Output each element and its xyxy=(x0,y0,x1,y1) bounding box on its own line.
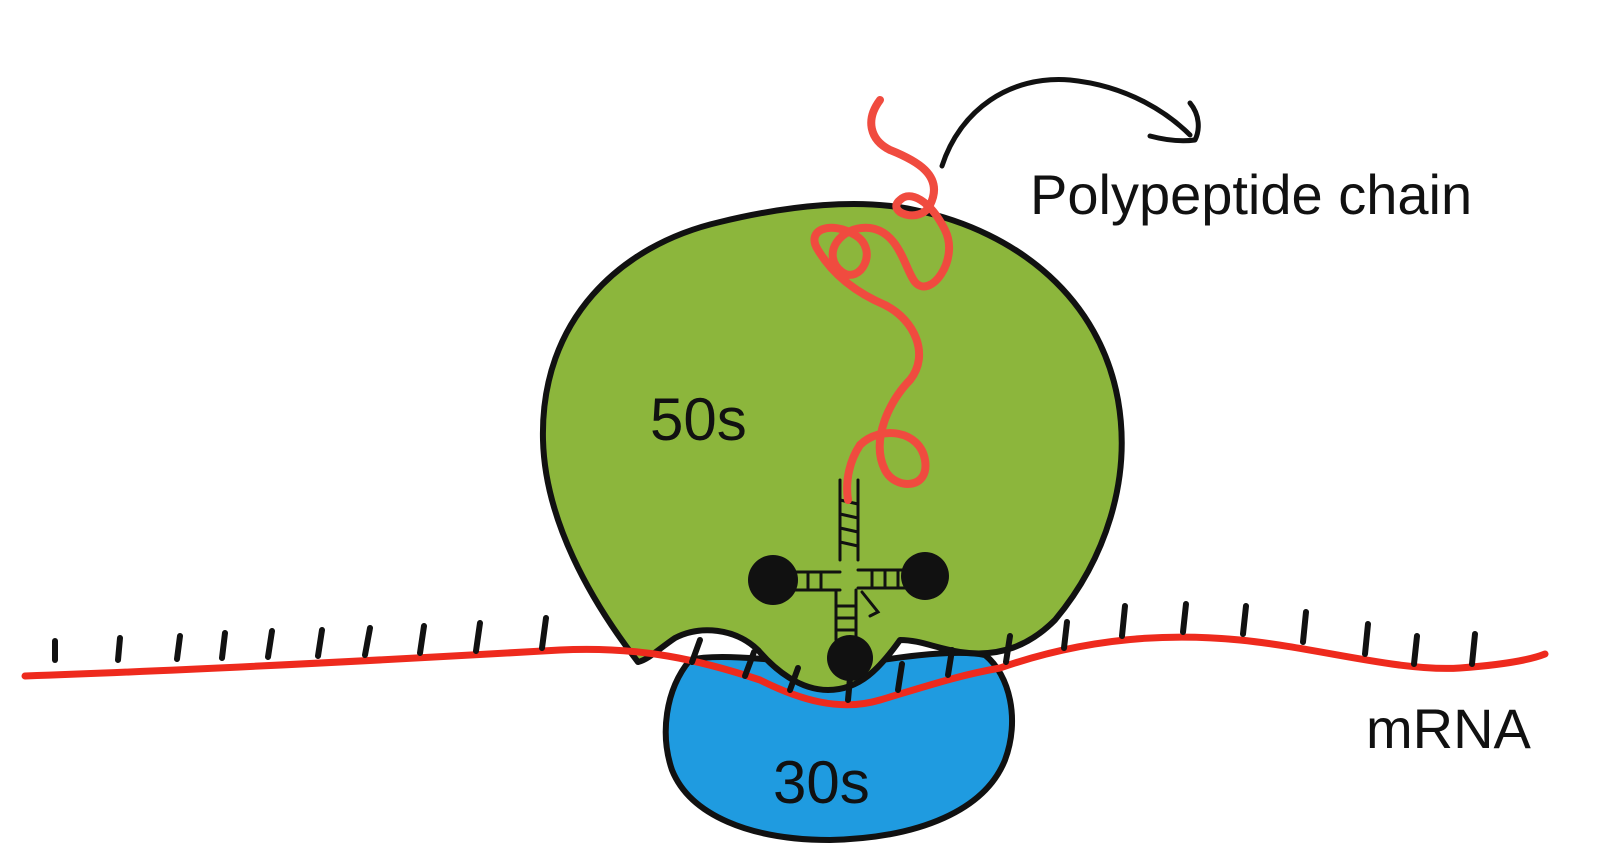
label-mrna: mRNA xyxy=(1366,697,1532,760)
label-polypeptide-chain: Polypeptide chain xyxy=(1030,163,1472,226)
trna-site-dot xyxy=(901,552,949,600)
pointer-arrow xyxy=(939,77,1193,169)
polypeptide-chain xyxy=(810,96,954,504)
trna-molecule xyxy=(778,478,912,642)
mrna-strand xyxy=(21,633,1549,709)
trna-site-dot xyxy=(748,555,798,605)
label-30s: 30s xyxy=(773,749,870,816)
trna-site-dot xyxy=(827,635,873,681)
label-50s: 50s xyxy=(650,386,747,453)
pointer-arrowhead xyxy=(1147,100,1201,144)
large-subunit-50s xyxy=(539,201,1125,693)
mrna-codon-ticks xyxy=(52,601,1478,703)
